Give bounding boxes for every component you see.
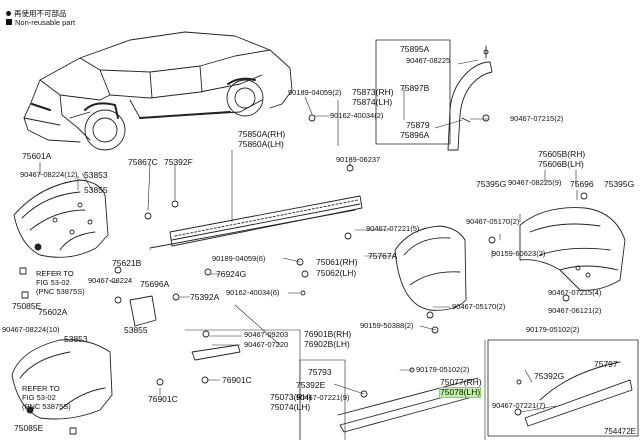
part-label[interactable]: 90467-07215(4) bbox=[548, 288, 602, 297]
part-label[interactable]: 75897B bbox=[400, 83, 430, 93]
part-label[interactable]: 75895A bbox=[400, 44, 430, 54]
part-label[interactable]: 90467-05170(2) bbox=[452, 302, 506, 311]
part-label[interactable]: 75874(LH) bbox=[352, 97, 393, 107]
part-label[interactable]: 75392F bbox=[164, 157, 193, 167]
part-label[interactable]: 75074(LH) bbox=[270, 402, 311, 412]
mudguard bbox=[114, 266, 180, 327]
part-label[interactable]: 53855 bbox=[84, 185, 108, 195]
part-label[interactable]: 90162-40034(6) bbox=[226, 288, 280, 297]
part-label[interactable]: 90159-60623(2) bbox=[492, 249, 546, 258]
part-label[interactable]: 75793 bbox=[308, 367, 332, 377]
legend-reusable: 再使用不可部品 bbox=[6, 8, 67, 19]
part-label[interactable]: 90467-08224(10) bbox=[2, 325, 60, 334]
part-label[interactable]: 75077(RH) bbox=[440, 377, 482, 387]
part-label[interactable]: 90189-06237 bbox=[336, 155, 381, 164]
front-fender-liner-upper bbox=[13, 179, 109, 299]
part-label[interactable]: 90467-07221(9) bbox=[296, 393, 350, 402]
part-label[interactable]: 90179-05102(2) bbox=[526, 325, 580, 334]
part-label[interactable]: 75395G bbox=[604, 179, 635, 189]
part-label[interactable]: 75850A(RH) bbox=[238, 129, 286, 139]
part-label[interactable]: 75061(RH) bbox=[316, 257, 358, 267]
legend-nonreusable: Non-reusable part bbox=[6, 18, 75, 27]
part-label[interactable]: 75896A bbox=[400, 130, 430, 140]
rear-lower-moulding bbox=[514, 361, 633, 427]
part-label[interactable]: 90467-09203 bbox=[244, 330, 289, 339]
part-label[interactable]: 75797 bbox=[594, 359, 618, 369]
part-label[interactable]: 75606B(LH) bbox=[538, 159, 584, 169]
rocker-moulding bbox=[144, 114, 363, 296]
part-label[interactable]: 90179-05102(2) bbox=[416, 365, 470, 374]
part-label[interactable]: 53855 bbox=[124, 325, 148, 335]
part-label[interactable]: 75392E bbox=[296, 380, 326, 390]
part-label[interactable]: 75601A bbox=[22, 151, 52, 161]
part-label[interactable]: 76901C bbox=[222, 375, 252, 385]
part-label[interactable]: 75767A bbox=[368, 251, 398, 261]
part-label[interactable]: 76924G bbox=[216, 269, 247, 279]
part-label[interactable]: 76902B(LH) bbox=[304, 339, 350, 349]
reference-note[interactable]: FIG 53-02 bbox=[22, 393, 56, 402]
part-label[interactable]: 90189-04059(6) bbox=[212, 254, 266, 263]
part-label[interactable]: 75085E bbox=[14, 423, 44, 433]
part-label[interactable]: 75696 bbox=[570, 179, 594, 189]
rear-fender-liner bbox=[488, 192, 626, 302]
part-label[interactable]: 75696A bbox=[140, 279, 170, 289]
part-label[interactable]: 90162-40034(2) bbox=[330, 111, 384, 120]
center-fender-liner bbox=[394, 225, 467, 319]
part-label[interactable]: 90467-07221(5) bbox=[366, 224, 420, 233]
part-label[interactable]: 75392A bbox=[190, 292, 220, 302]
part-label[interactable]: 75860A(LH) bbox=[238, 139, 284, 149]
part-label[interactable]: 75867C bbox=[128, 157, 158, 167]
part-label[interactable]: 90467-07220 bbox=[244, 340, 289, 349]
diagram-id: 754472E bbox=[603, 427, 636, 436]
part-label[interactable]: 53853 bbox=[64, 334, 88, 344]
reference-note: REFER TO bbox=[36, 269, 74, 278]
rear-wheel-moulding bbox=[447, 45, 493, 151]
part-label[interactable]: 75073(RH) bbox=[270, 392, 312, 402]
part-label[interactable]: 75395G bbox=[476, 179, 507, 189]
reference-note: (PNC 53875S) bbox=[36, 287, 85, 296]
part-label[interactable]: 75621B bbox=[112, 258, 142, 268]
part-label[interactable]: 90159-50388(2) bbox=[360, 321, 414, 330]
non-reusable-square-icon bbox=[6, 19, 12, 25]
reference-note: (PNC 53875S) bbox=[22, 402, 71, 411]
reference-note[interactable]: FIG 53-02 bbox=[36, 278, 70, 287]
part-label[interactable]: 90467-05170(2) bbox=[466, 217, 520, 226]
part-label[interactable]: 90467-08224 bbox=[88, 276, 133, 285]
part-label[interactable]: 75602A bbox=[38, 307, 68, 317]
part-label[interactable]: 75873(RH) bbox=[352, 87, 394, 97]
part-label[interactable]: 75062(LH) bbox=[316, 268, 357, 278]
part-label[interactable]: 90467-06121(2) bbox=[548, 306, 602, 315]
part-label-highlighted[interactable]: 75078(LH) bbox=[438, 387, 482, 398]
part-label[interactable]: 90467-08225(9) bbox=[508, 178, 562, 187]
part-label[interactable]: 90467-08225 bbox=[406, 56, 451, 65]
part-label[interactable]: 90467-08224(12) bbox=[20, 170, 78, 179]
part-label[interactable]: 76901C bbox=[148, 394, 178, 404]
part-label[interactable]: 75392G bbox=[534, 371, 565, 381]
part-label[interactable]: 90467-07221(7) bbox=[492, 401, 546, 410]
reference-note: REFER TO bbox=[22, 384, 60, 393]
part-label[interactable]: 90467-07215(2) bbox=[510, 114, 564, 123]
vehicle-illustration bbox=[23, 31, 293, 151]
part-label[interactable]: 53853 bbox=[84, 170, 108, 180]
part-label[interactable]: 90189-04059(2) bbox=[288, 88, 342, 97]
non-reusable-dot-icon bbox=[6, 11, 11, 16]
part-label[interactable]: 75085E bbox=[12, 301, 42, 311]
front-fender-liner-lower bbox=[11, 339, 113, 435]
part-label[interactable]: 75879 bbox=[406, 120, 430, 130]
part-label[interactable]: 75605B(RH) bbox=[538, 149, 586, 159]
part-label[interactable]: 76901B(RH) bbox=[304, 329, 352, 339]
